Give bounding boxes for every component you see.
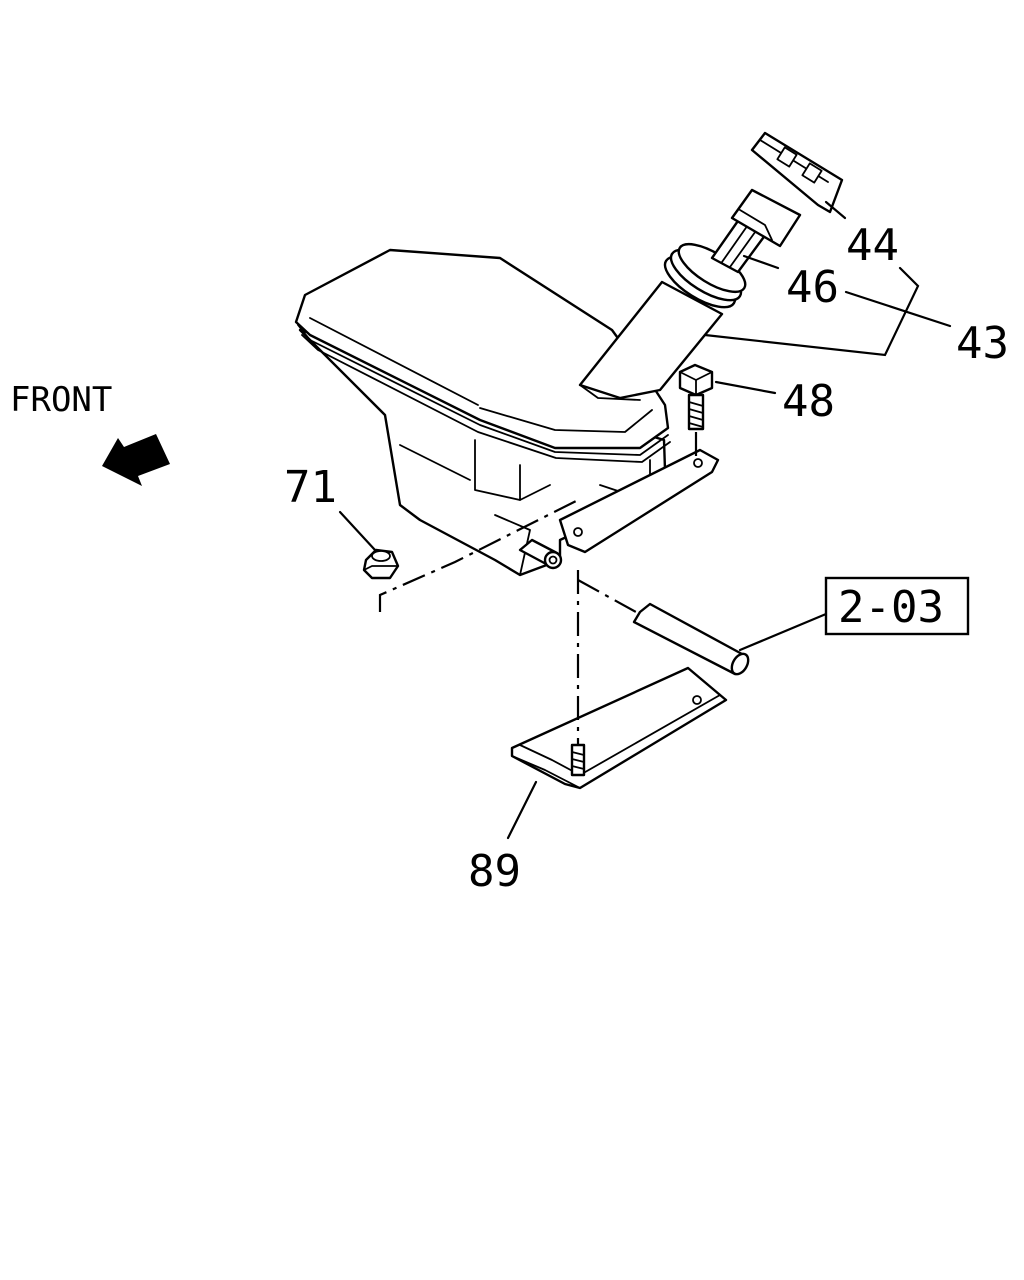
leader-43 [844, 290, 952, 328]
hose [577, 579, 750, 676]
leader-46 [742, 254, 780, 270]
leader-ref [738, 612, 828, 652]
front-arrow-icon [102, 434, 170, 486]
callout-44: 44 [846, 220, 899, 271]
connector [750, 131, 844, 214]
leader-44 [824, 200, 847, 220]
front-label: FRONT [10, 380, 112, 420]
callout-71: 71 [284, 462, 337, 513]
reference-label: 2-03 [838, 582, 944, 633]
callout-48: 48 [782, 376, 835, 427]
washer-pump [663, 188, 802, 309]
bracket [510, 666, 728, 790]
callout-89: 89 [468, 846, 521, 897]
nut [362, 548, 400, 580]
callout-43: 43 [956, 318, 1009, 369]
reference-box[interactable]: 2-03 [824, 576, 970, 636]
nut-alignment-line [378, 499, 579, 612]
bolt [678, 363, 714, 460]
washer-tank [294, 248, 724, 577]
callout-46: 46 [786, 262, 839, 313]
leader-71 [338, 510, 377, 552]
leader-89 [506, 780, 538, 840]
leader-48 [714, 380, 777, 395]
leader-43-bracket [703, 266, 920, 357]
